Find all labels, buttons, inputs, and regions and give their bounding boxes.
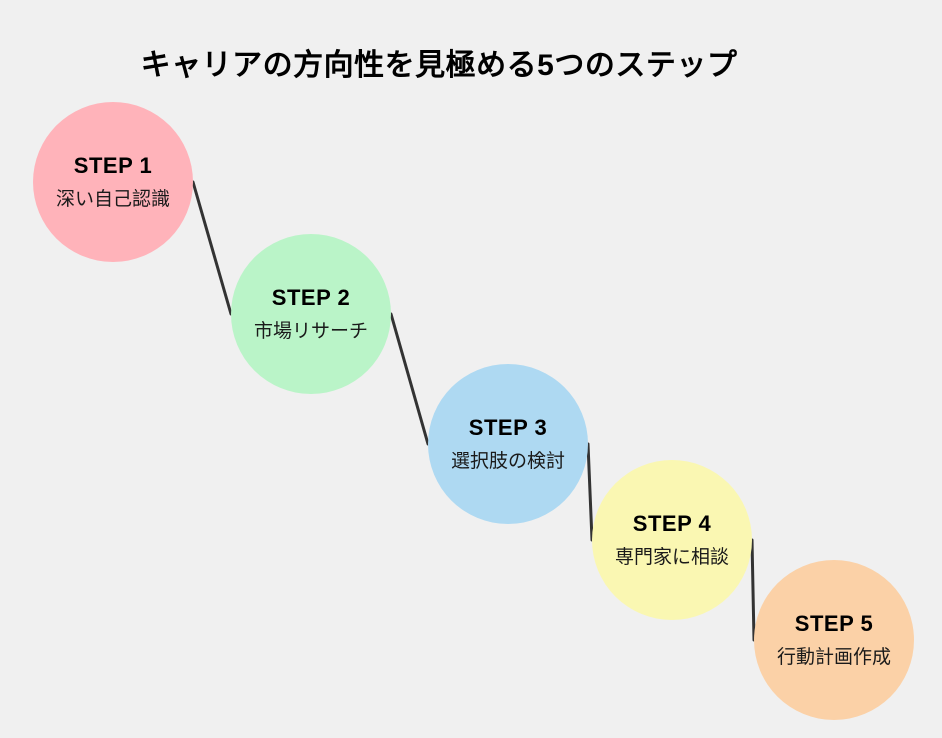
step-3-sublabel: 選択肢の検討 xyxy=(450,450,565,472)
step-1-label: STEP 1 xyxy=(73,152,153,178)
step-1-sublabel: 深い自己認識 xyxy=(55,188,170,210)
step-4-label: STEP 4 xyxy=(632,510,712,536)
step-4-sublabel: 専門家に相談 xyxy=(614,546,729,568)
connector-line-step2-step3 xyxy=(389,312,430,446)
step-2-label: STEP 2 xyxy=(271,284,351,310)
step-4-circle: STEP 4 専門家に相談 xyxy=(592,460,752,620)
step-2-sublabel: 市場リサーチ xyxy=(253,320,368,342)
step-1-circle: STEP 1 深い自己認識 xyxy=(33,102,193,262)
step-2-circle: STEP 2 市場リサーチ xyxy=(231,234,391,394)
step-5-circle: STEP 5 行動計画作成 xyxy=(754,560,914,720)
connector-line-step3-step4 xyxy=(586,442,594,542)
step-3-label: STEP 3 xyxy=(468,414,548,440)
connector-line-step1-step2 xyxy=(191,180,233,316)
step-5-sublabel: 行動計画作成 xyxy=(776,646,891,668)
diagram-title: キャリアの方向性を見極める5つのステップ xyxy=(140,49,738,83)
step-5-label: STEP 5 xyxy=(794,610,874,636)
step-3-circle: STEP 3 選択肢の検討 xyxy=(428,364,588,524)
connector-line-step4-step5 xyxy=(750,538,756,642)
